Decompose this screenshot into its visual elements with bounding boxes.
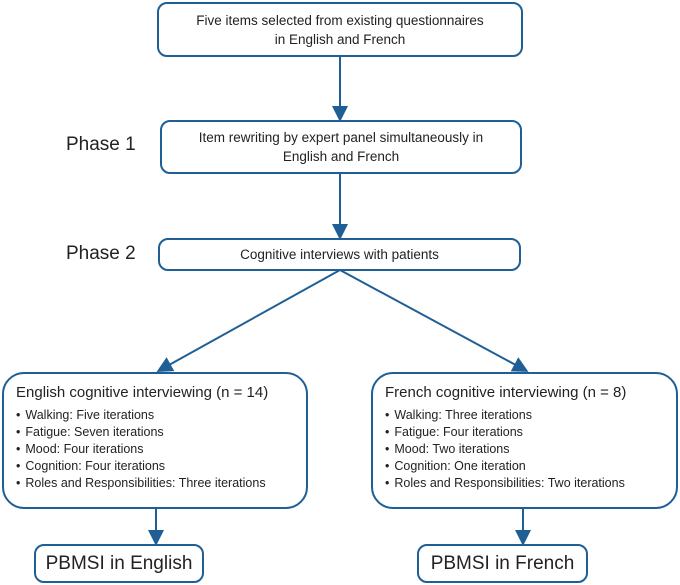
list-item: Mood: Two iterations [385,441,664,458]
french-interview-box: French cognitive interviewing (n = 8) Wa… [371,372,678,509]
start-text-line2: in English and French [274,31,406,47]
english-interview-box: English cognitive interviewing (n = 14) … [2,372,308,509]
final-english-text: PBMSI in English [45,553,193,574]
phase2-box: Cognitive interviews with patients [158,238,521,271]
list-item: Roles and Responsibilities: Three iterat… [16,475,294,492]
list-item: Fatigue: Seven iterations [16,424,294,441]
arrow-phase2-to-french [339,269,529,372]
list-item: Roles and Responsibilities: Two iteratio… [385,475,664,492]
french-iterations-list: Walking: Three iterations Fatigue: Four … [385,407,664,492]
list-item: Walking: Three iterations [385,407,664,424]
list-item: Fatigue: Four iterations [385,424,664,441]
start-box: Five items selected from existing questi… [157,2,523,57]
english-interview-title: English cognitive interviewing (n = 14) [16,384,269,401]
english-iterations-list: Walking: Five iterations Fatigue: Seven … [16,407,294,492]
list-item: Cognition: One iteration [385,458,664,475]
final-french-box: PBMSI in French [417,544,588,583]
french-interview-title: French cognitive interviewing (n = 8) [385,384,627,401]
list-item: Mood: Four iterations [16,441,294,458]
start-text-line1: Five items selected from existing questi… [196,12,484,28]
list-item: Walking: Five iterations [16,407,294,424]
phase1-text-line2: English and French [282,149,400,164]
phase1-text-line1: Item rewriting by expert panel simultane… [198,130,484,145]
phase1-box: Item rewriting by expert panel simultane… [160,120,522,174]
final-english-box: PBMSI in English [34,544,204,583]
list-item: Cognition: Four iterations [16,458,294,475]
phase2-text: Cognitive interviews with patients [240,247,439,262]
phase2-label: Phase 2 [66,243,136,264]
final-french-text: PBMSI in French [430,553,575,574]
phase1-label: Phase 1 [66,134,136,155]
arrow-phase2-to-english [156,269,341,372]
